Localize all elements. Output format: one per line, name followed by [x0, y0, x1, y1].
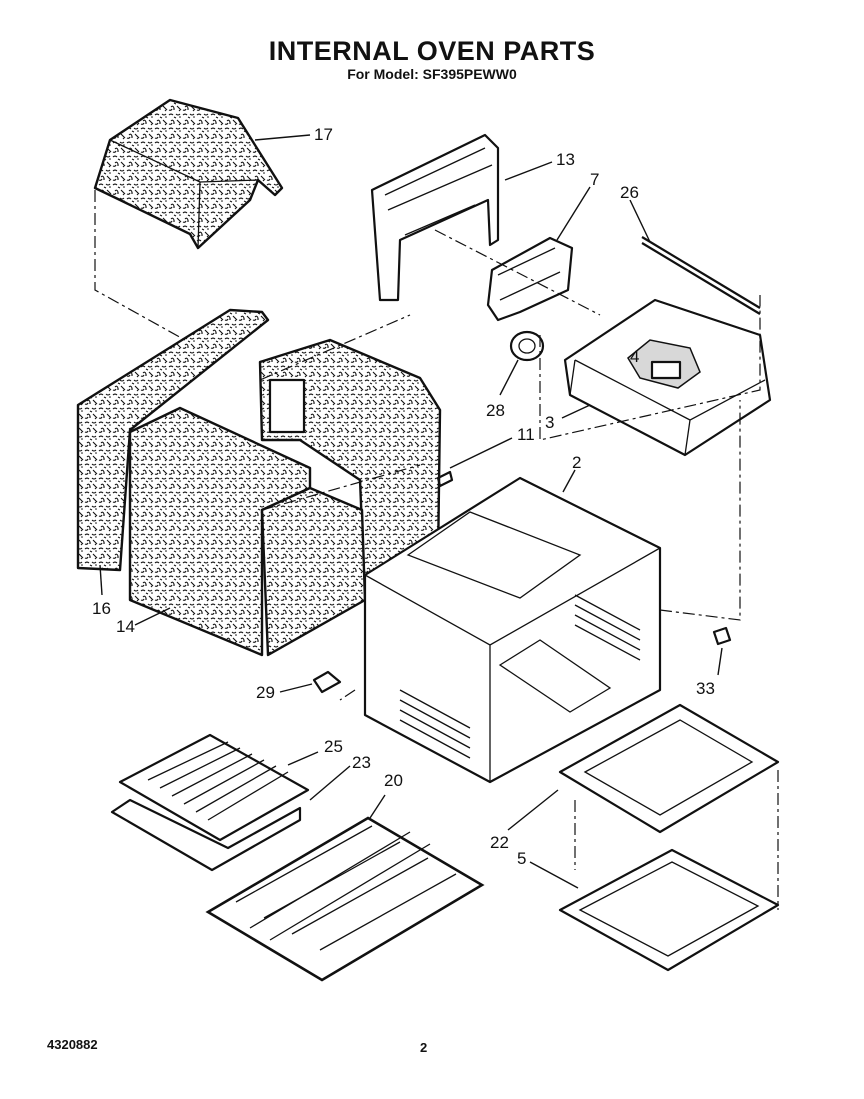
part-26-rod: [641, 236, 761, 315]
callout-20: 20: [384, 771, 403, 790]
callout-11: 11: [517, 425, 535, 444]
leader-lines: [99, 134, 723, 889]
part-3-broiler-pan: [563, 298, 772, 457]
callout-5: 5: [517, 849, 526, 868]
callout-3: 3: [545, 413, 554, 432]
part-25-broiler-grid: [118, 733, 310, 842]
part-28-cap: [509, 330, 545, 362]
model-subtitle: For Model: SF395PEWW0: [347, 66, 517, 82]
callout-7: 7: [590, 170, 599, 189]
part-22-drawer-frame: [558, 703, 780, 834]
part-2-oven-liner: [363, 476, 662, 784]
part-16-side-insulation: [76, 308, 270, 572]
part-17-top-insulation: [93, 98, 284, 250]
callout-29: 29: [256, 683, 275, 702]
callout-2: 2: [572, 453, 581, 472]
callout-14: 14: [116, 617, 135, 636]
callout-28: 28: [486, 401, 505, 420]
callout-25: 25: [324, 737, 343, 756]
part-11-clip: [436, 470, 454, 488]
callout-16: 16: [92, 599, 111, 618]
callout-4: 4: [630, 347, 639, 366]
page-title: INTERNAL OVEN PARTS: [268, 36, 596, 66]
callout-17: 17: [314, 125, 333, 144]
callout-33: 33: [696, 679, 715, 698]
callout-26: 26: [620, 183, 639, 202]
part-14-front-insulation: [128, 406, 367, 657]
callout-22: 22: [490, 833, 509, 852]
part-5-broiler-drawer: [558, 848, 780, 972]
page-number: 2: [420, 1040, 428, 1055]
part-23-broiler-pan: [110, 798, 302, 872]
callout-23: 23: [352, 753, 371, 772]
document-number: 4320882: [47, 1037, 98, 1052]
callout-13: 13: [556, 150, 575, 169]
assembly-lines: [94, 190, 779, 910]
part-20-oven-rack: [205, 816, 485, 982]
part-13-rear-panel: [370, 133, 500, 302]
part-33-clip: [712, 626, 732, 646]
part-29-bracket: [312, 670, 342, 694]
part-7-shield: [486, 236, 574, 322]
callout-labels: 17 13 7 26 28 3 11 2 16 14 33 29 25 23 2…: [92, 125, 715, 868]
